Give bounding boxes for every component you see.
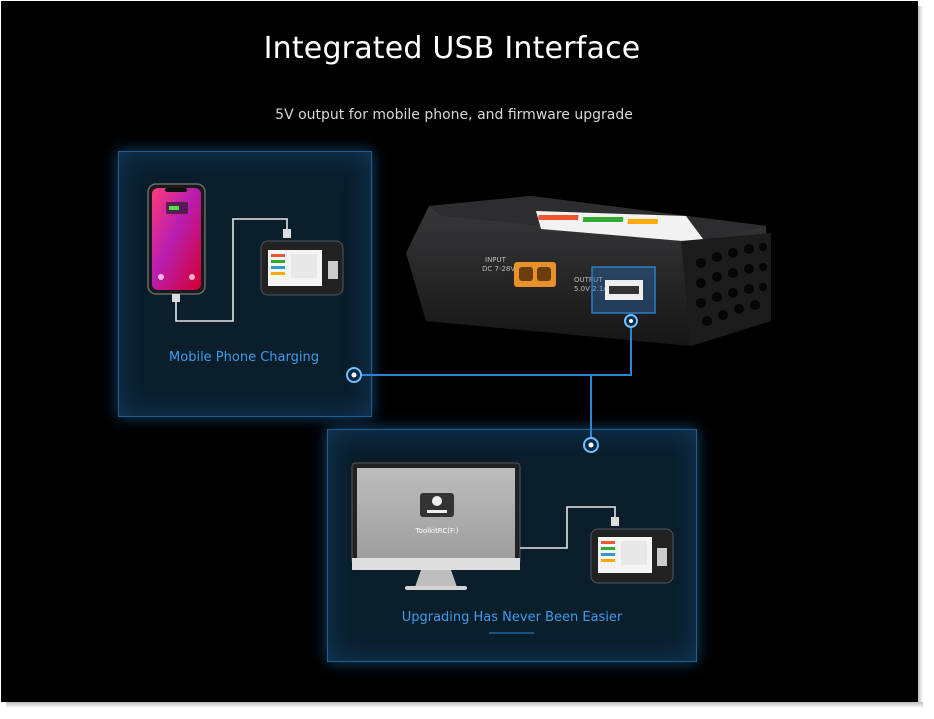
input-label: INPUT [485, 256, 507, 264]
page-title: Integrated USB Interface [263, 31, 641, 66]
upgrade-caption: Upgrading Has Never Been Easier [401, 610, 623, 625]
phone-cable [175, 218, 288, 322]
charger-thumbnail-1 [260, 240, 344, 296]
smartphone-icon [147, 183, 206, 295]
frame-shadow-bottom [6, 702, 923, 708]
charger-thumbnail-2 [590, 528, 674, 584]
frame-shadow-right [918, 6, 923, 703]
illustration-layer: INPUT DC 7-28V OUTPUT 5.0V 2.1A [147, 183, 771, 634]
drive-label: ToolkitRC(F:) [414, 527, 458, 535]
connector-node-upgrade [583, 437, 599, 453]
drive-icon [420, 493, 454, 517]
xt60-input-icon [514, 262, 556, 287]
output-rating: 5.0V 2.1A [574, 285, 608, 293]
usb-plug [283, 229, 291, 238]
connector-node-charging [346, 367, 362, 383]
charging-caption: Mobile Phone Charging [169, 350, 319, 365]
connector-lines [354, 321, 632, 445]
lightning-connector [172, 294, 180, 302]
page-subtitle: 5V output for mobile phone, and firmware… [275, 107, 633, 123]
upgrade-cable [520, 506, 616, 549]
charger-device [406, 196, 771, 346]
connector-node-usb [624, 314, 638, 328]
output-label: OUTPUT [574, 276, 603, 284]
input-voltage: DC 7-28V [482, 265, 515, 273]
usb-plug [611, 517, 619, 526]
usb-output-port [591, 266, 656, 314]
product-banner: Integrated USB Interface 5V output for m… [1, 1, 918, 702]
